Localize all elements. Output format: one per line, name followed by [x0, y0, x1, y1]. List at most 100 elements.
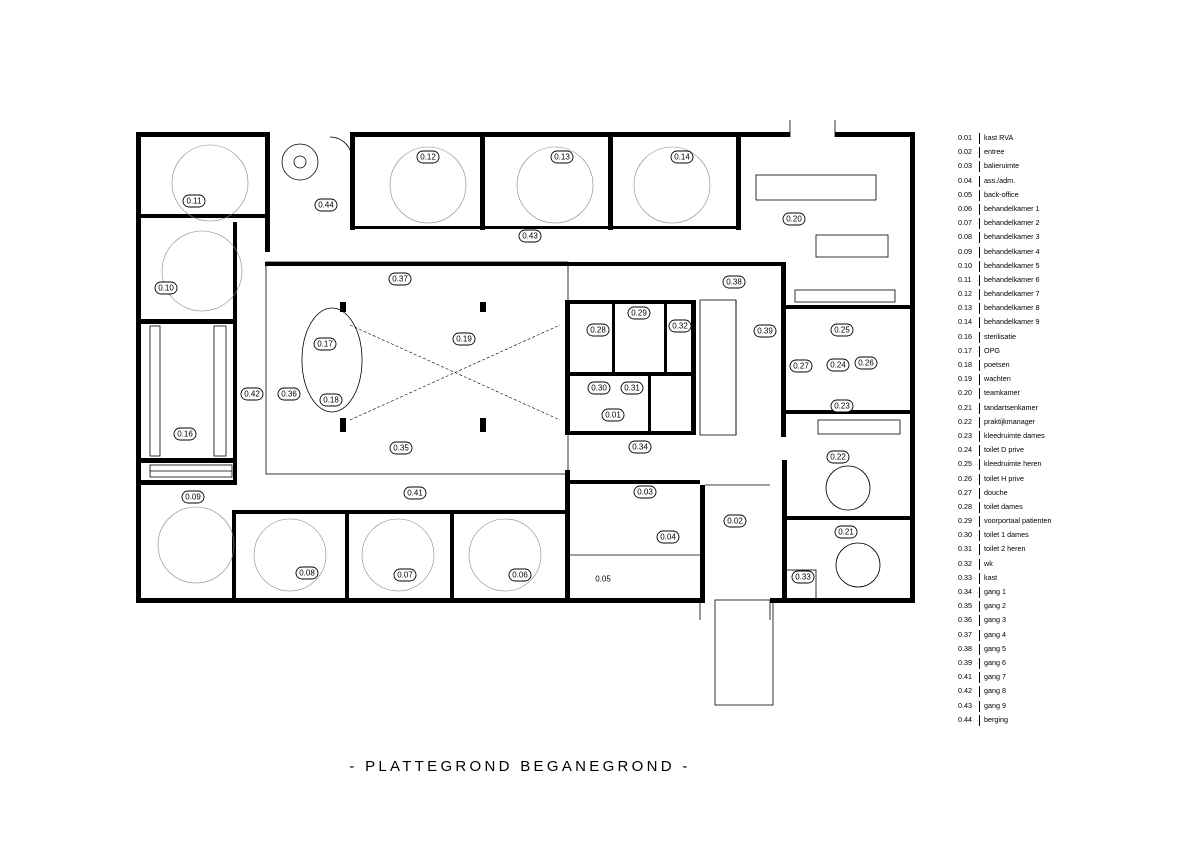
legend-name: behandelkamer 7 — [984, 289, 1040, 299]
legend-separator — [979, 657, 980, 669]
room-tag-0-36: 0.36 — [277, 387, 301, 401]
room-tag-label: 0.06 — [512, 571, 528, 580]
legend-code: 0.41 — [958, 672, 972, 682]
room-tag-0-41: 0.41 — [403, 486, 427, 500]
legend-code: 0.17 — [958, 345, 972, 355]
legend-code: 0.18 — [958, 360, 972, 369]
legend-code: 0.10 — [958, 260, 972, 270]
legend-separator — [979, 147, 980, 159]
legend-code: 0.36 — [958, 615, 972, 625]
room-tag-label: 0.22 — [830, 453, 846, 462]
legend-code: 0.13 — [958, 303, 972, 313]
room-tag-label: 0.16 — [177, 430, 193, 439]
room-tag-0-35: 0.35 — [389, 441, 413, 455]
room-tag-label: 0.08 — [299, 569, 315, 578]
room-tag-label: 0.24 — [830, 361, 846, 370]
room-tag-0-44: 0.44 — [314, 198, 338, 212]
legend-separator — [979, 203, 980, 215]
legend-separator — [979, 402, 980, 414]
room-tag-0-04: 0.04 — [656, 530, 680, 544]
room-tag-0-30: 0.30 — [587, 381, 611, 395]
room-tag-label: 0.20 — [786, 215, 802, 224]
legend-separator — [979, 544, 980, 556]
legend-row: 0.41 gang 7 — [958, 670, 1108, 684]
legend-separator — [979, 430, 980, 442]
room-tag-0-39: 0.39 — [753, 324, 777, 338]
room-tag-0-38: 0.38 — [722, 275, 746, 289]
legend-name: gang 2 — [984, 601, 1006, 611]
room-tag-label: 0.25 — [834, 326, 850, 335]
room-tag-0-22: 0.22 — [826, 450, 850, 464]
room-tag-label: 0.18 — [323, 396, 339, 405]
legend-name: entree — [984, 147, 1005, 157]
room-tag-0-02: 0.02 — [723, 514, 747, 528]
legend-code: 0.38 — [958, 643, 972, 653]
legend-code: 0.43 — [958, 700, 972, 710]
room-tag-0-23: 0.23 — [830, 399, 854, 413]
room-tag-label: 0.38 — [726, 278, 742, 287]
legend-name: kast RVA — [984, 133, 1014, 142]
legend-name: toilet dames — [984, 501, 1023, 511]
room-tag-0-12: 0.12 — [416, 150, 440, 164]
room-tag-0-29: 0.29 — [627, 306, 651, 320]
legend-name: behandelkamer 2 — [984, 218, 1040, 228]
legend-name: gang 7 — [984, 672, 1006, 682]
legend-code: 0.09 — [958, 246, 972, 256]
legend-code: 0.16 — [958, 331, 972, 341]
legend-separator — [979, 274, 980, 286]
room-tag-0-32: 0.32 — [668, 319, 692, 333]
legend-separator — [979, 161, 980, 173]
legend-code: 0.37 — [958, 629, 972, 639]
room-tag-0-28: 0.28 — [586, 323, 610, 337]
room-tag-0-33: 0.33 — [791, 570, 815, 584]
legend-code: 0.03 — [958, 161, 972, 171]
room-tag-label: 0.37 — [392, 275, 408, 284]
room-tag-0-24: 0.24 — [826, 358, 850, 372]
room-tag-label: 0.26 — [858, 359, 874, 368]
legend-name: gang 6 — [984, 657, 1006, 667]
room-tag-label: 0.29 — [631, 309, 647, 318]
room-tag-0-11: 0.11 — [182, 194, 206, 208]
legend-separator — [979, 416, 980, 428]
legend-name: behandelkamer 6 — [984, 274, 1040, 284]
legend-separator — [979, 672, 980, 684]
legend-name: toilet 2 heren — [984, 544, 1026, 554]
legend-separator — [979, 374, 980, 386]
legend-code: 0.21 — [958, 402, 972, 412]
room-tag-label: 0.17 — [317, 340, 333, 349]
legend-separator — [979, 459, 980, 471]
room-tag-label: 0.42 — [244, 390, 260, 399]
legend-separator — [979, 487, 980, 499]
legend-name: voorportaal patienten — [984, 516, 1052, 526]
room-tag-0-10: 0.10 — [154, 281, 178, 295]
legend-code: 0.22 — [958, 416, 972, 426]
room-tag-label: 0.35 — [393, 444, 409, 453]
room-tag-0-05: 0.05 — [595, 575, 611, 584]
legend-name: OPG — [984, 345, 1000, 355]
legend-name: douche — [984, 487, 1008, 497]
room-tag-0-34: 0.34 — [628, 440, 652, 454]
room-tag-0-07: 0.07 — [393, 568, 417, 582]
room-tag-0-42: 0.42 — [240, 387, 264, 401]
room-tag-0-18: 0.18 — [319, 393, 343, 407]
